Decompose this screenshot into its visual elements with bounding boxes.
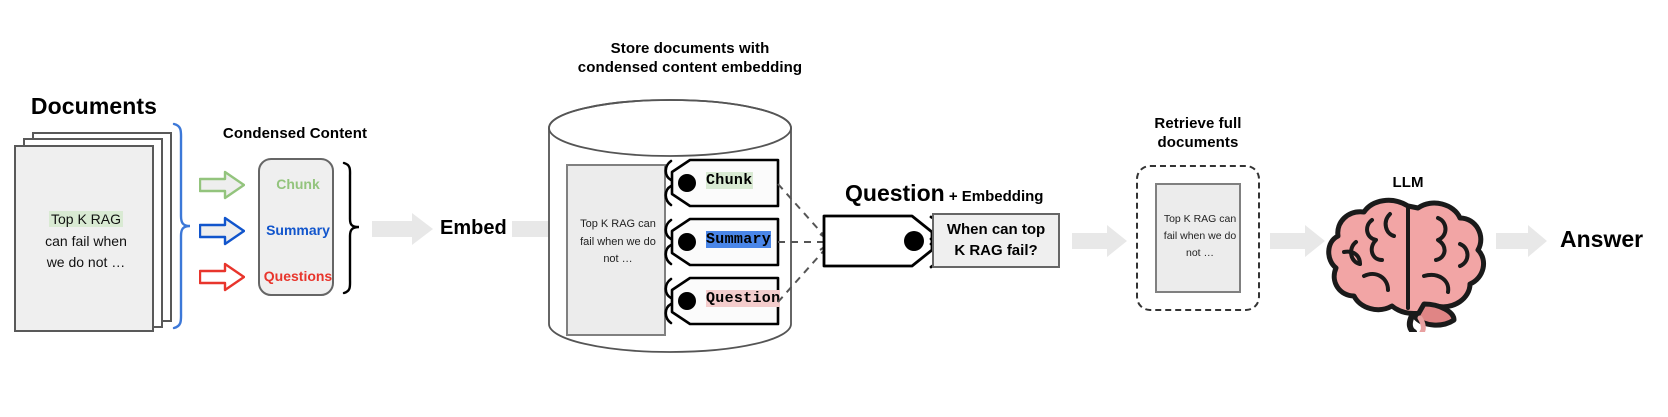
documents-stack: Top K RAG can fail when we do not … xyxy=(14,132,174,332)
retrieve-heading-line1: Retrieve full xyxy=(1154,115,1242,132)
tag-question: Question xyxy=(662,276,781,326)
embed-label: Embed xyxy=(440,217,507,239)
retrieve-heading: Retrieve full documents xyxy=(1118,115,1278,153)
condensed-content-heading: Condensed Content xyxy=(222,125,368,142)
retrieved-document-body: Top K RAG can fail when we do not … xyxy=(1163,213,1237,259)
grey-arrow-to-answer xyxy=(1496,225,1547,257)
grey-arrow-to-llm xyxy=(1270,225,1325,257)
blue-brace xyxy=(172,122,191,330)
question-text: When can top K RAG fail? xyxy=(946,221,1046,259)
store-heading-line1: Store documents with xyxy=(610,40,770,57)
tag-summary: Summary xyxy=(662,217,780,267)
documents-heading: Documents xyxy=(30,93,158,119)
question-heading-strong: Question xyxy=(845,180,945,206)
tag-summary-label: Summary xyxy=(706,231,772,248)
question-embedding-tag xyxy=(822,212,940,270)
document-line2: can fail when xyxy=(45,232,127,249)
stored-document: Top K RAG can fail when we do not … xyxy=(566,164,666,336)
question-text-box: When can top K RAG fail? xyxy=(932,213,1060,268)
question-heading-rest: + Embedding xyxy=(944,188,1044,205)
document-sheet-front: Top K RAG can fail when we do not … xyxy=(14,145,154,332)
llm-label: LLM xyxy=(1392,174,1424,191)
document-highlight: Top K RAG xyxy=(48,211,124,227)
condensed-label-questions: Questions xyxy=(263,268,333,284)
tag-chunk: Chunk xyxy=(662,158,780,208)
question-heading: Question + Embedding xyxy=(845,180,1043,207)
grey-arrow-to-retrieve xyxy=(1072,225,1127,257)
condensed-label-chunk: Chunk xyxy=(276,176,320,192)
grey-arrow-to-embed xyxy=(372,213,433,245)
tag-chunk-label: Chunk xyxy=(706,172,753,189)
retrieve-dashed-container xyxy=(1136,165,1260,311)
brain-icon xyxy=(1326,197,1487,332)
answer-label: Answer xyxy=(1560,226,1644,252)
chunk-arrow-icon xyxy=(199,170,245,200)
condensed-content-box: Chunk Summary Questions xyxy=(258,158,334,296)
summary-arrow-icon xyxy=(199,216,245,246)
document-body: Top K RAG can fail when we do not … xyxy=(16,209,156,274)
questions-arrow-icon xyxy=(199,262,245,292)
retrieved-document: Top K RAG can fail when we do not … xyxy=(1155,183,1241,293)
condensed-label-summary: Summary xyxy=(266,222,330,238)
black-brace xyxy=(342,161,360,295)
store-heading: Store documents with condensed content e… xyxy=(560,40,820,78)
tag-question-label: Question xyxy=(706,290,781,307)
document-line3: we do not … xyxy=(46,254,126,271)
store-heading-line2: condensed content embedding xyxy=(577,58,803,76)
retrieve-heading-line2: documents xyxy=(1157,133,1239,151)
stored-document-body: Top K RAG can fail when we do not … xyxy=(580,218,656,266)
